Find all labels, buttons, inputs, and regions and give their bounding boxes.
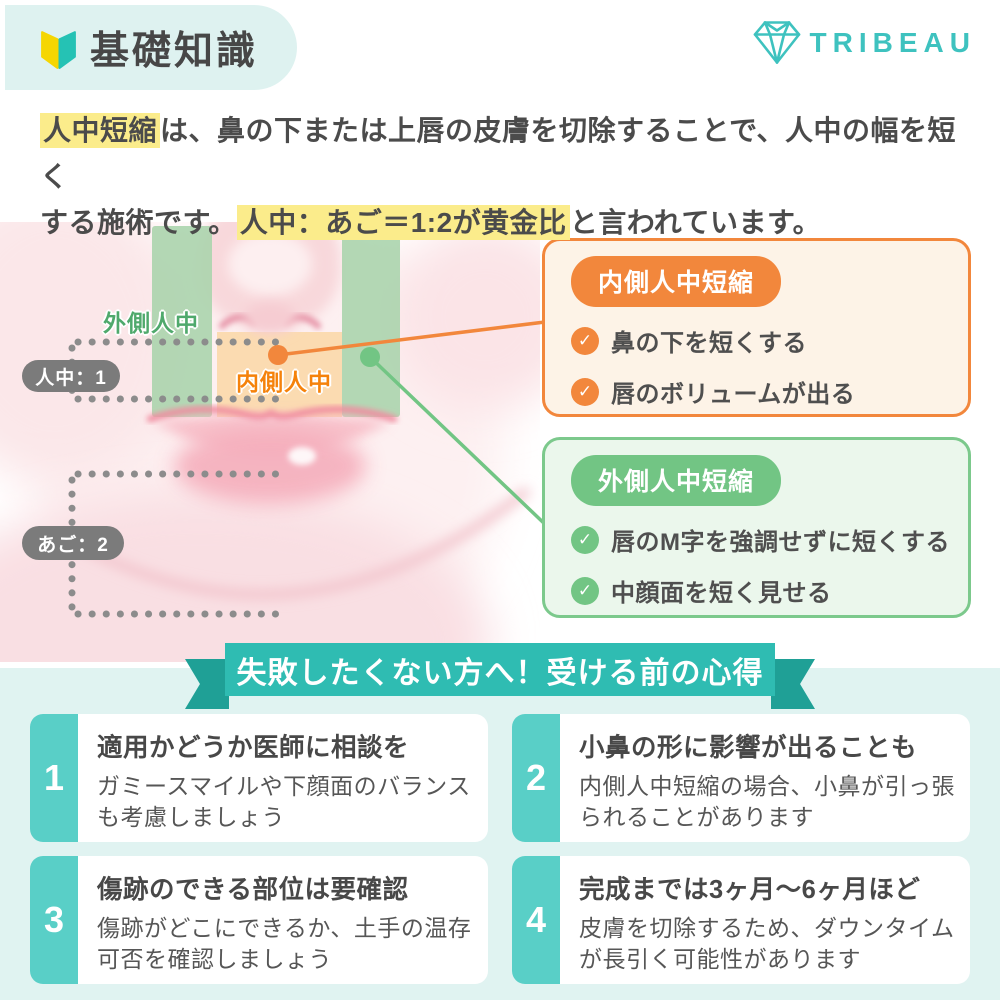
tip-number: 1 xyxy=(30,714,78,842)
intro-highlight-1: 人中短縮 xyxy=(40,113,161,148)
check-icon: ✓ xyxy=(571,326,599,355)
tip-card-3: 3 傷跡のできる部位は要確認 傷跡がどこにできるか、土手の温存可否を確認しましょ… xyxy=(30,856,488,984)
callout-item: ✓ 鼻の下を短くする xyxy=(571,323,968,358)
tribeau-logo: TRIBEAU xyxy=(753,20,976,65)
inner-philtrum-callout: 内側人中短縮 ✓ 鼻の下を短くする ✓ 唇のボリュームが出る xyxy=(542,238,971,417)
diamond-icon xyxy=(753,21,800,64)
tip-card-1: 1 適用かどうか医師に相談を ガミースマイルや下顔面のバランスも考慮しましょう xyxy=(30,714,488,842)
tip-body: 皮膚を切除するため、ダウンタイムが長引く可能性があります xyxy=(579,915,955,972)
logo-text: TRIBEAU xyxy=(809,26,976,58)
tip-number: 2 xyxy=(512,714,560,842)
intro-line1: 人中短縮は、鼻の下または上唇の皮膚を切除することで、人中の幅を短く xyxy=(40,113,957,192)
tip-number: 4 xyxy=(512,856,560,984)
tip-card-4: 4 完成までは3ヶ月〜6ヶ月ほど 皮膚を切除するため、ダウンタイムが長引く可能性… xyxy=(512,856,970,984)
chin-ratio-pill: あご：2 xyxy=(22,526,124,560)
check-icon: ✓ xyxy=(571,525,599,554)
face-illustration xyxy=(0,222,540,662)
tip-title: 適用かどうか医師に相談を xyxy=(97,734,410,762)
tip-body: ガミースマイルや下顔面のバランスも考慮しましょう xyxy=(97,773,471,830)
tip-content: 小鼻の形に影響が出ることも 内側人中短縮の場合、小鼻が引っ張られることがあります xyxy=(560,714,970,842)
header-badge: 基礎知識 xyxy=(5,5,297,90)
tip-content: 完成までは3ヶ月〜6ヶ月ほど 皮膚を切除するため、ダウンタイムが長引く可能性があ… xyxy=(560,856,970,984)
callout-item: ✓ 唇のM字を強調せずに短くする xyxy=(571,522,968,557)
callout-item: ✓ 中顔面を短く見せる xyxy=(571,573,968,608)
outer-callout-badge: 外側人中短縮 xyxy=(571,455,782,506)
tip-content: 適用かどうか医師に相談を ガミースマイルや下顔面のバランスも考慮しましょう xyxy=(78,714,488,842)
tip-card-2: 2 小鼻の形に影響が出ることも 内側人中短縮の場合、小鼻が引っ張られることがあり… xyxy=(512,714,970,842)
intro-line2: する施術です。人中：あご＝1:2が黄金比と言われています。 xyxy=(40,205,822,240)
callout-item: ✓ 唇のボリュームが出る xyxy=(571,374,968,409)
tip-body: 傷跡がどこにできるか、土手の温存可否を確認しましょう xyxy=(97,915,472,972)
check-icon: ✓ xyxy=(571,576,599,605)
beginner-mark-icon xyxy=(41,31,76,69)
inner-philtrum-label: 内側人中 xyxy=(236,369,332,395)
page-title: 基礎知識 xyxy=(90,29,259,73)
intro-paragraph: 人中短縮は、鼻の下または上唇の皮膚を切除することで、人中の幅を短く する施術です… xyxy=(40,108,970,246)
philtrum-ratio-pill: 人中：1 xyxy=(22,360,120,392)
inner-callout-badge: 内側人中短縮 xyxy=(571,256,782,307)
tip-number: 3 xyxy=(30,856,78,984)
tip-title: 完成までは3ヶ月〜6ヶ月ほど xyxy=(579,876,921,904)
ribbon-banner: 失敗したくない方へ！受ける前の心得 xyxy=(225,643,775,696)
tip-title: 傷跡のできる部位は要確認 xyxy=(97,876,409,904)
tip-title: 小鼻の形に影響が出ることも xyxy=(579,734,918,762)
outer-philtrum-label: 外側人中 xyxy=(103,310,199,336)
check-icon: ✓ xyxy=(571,377,599,406)
tip-body: 内側人中短縮の場合、小鼻が引っ張られることがあります xyxy=(579,773,955,830)
tip-content: 傷跡のできる部位は要確認 傷跡がどこにできるか、土手の温存可否を確認しましょう xyxy=(78,856,488,984)
outer-philtrum-callout: 外側人中短縮 ✓ 唇のM字を強調せずに短くする ✓ 中顔面を短く見せる xyxy=(542,437,971,618)
intro-highlight-2: 人中：あご＝1:2が黄金比 xyxy=(236,205,570,240)
